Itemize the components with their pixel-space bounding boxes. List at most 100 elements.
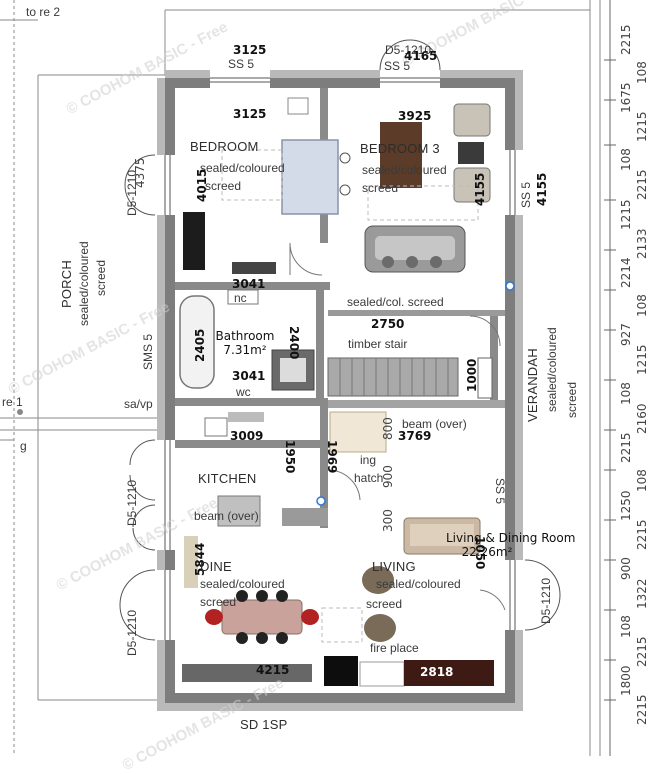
label-dine: DINE [200, 559, 232, 574]
living-armchair-top [362, 566, 394, 594]
dining-bench [182, 664, 312, 682]
room-living-dining-name: Living & Dining Room [446, 531, 576, 545]
bed-right [380, 122, 422, 188]
dining-chair-right [301, 609, 319, 625]
label-dine-sub1: sealed/coloured [200, 577, 285, 591]
label-d5-right: D5-1210 [539, 577, 553, 624]
dim-top-right: 4165 [404, 49, 438, 63]
label-sd-1sp: SD 1SP [240, 717, 288, 732]
right-ruler-dim: 900 [619, 556, 633, 580]
bed-left [281, 139, 339, 215]
window-openings [155, 70, 525, 640]
label-ss-top: SS 5 [228, 57, 255, 71]
door-swings [289, 242, 506, 611]
right-ruler-dim: 1675 [619, 82, 633, 113]
label-d5-top: D5-1210 [385, 43, 432, 57]
outer-wall-fill [157, 70, 523, 711]
label-bedroom-3: BEDROOM 3 [360, 141, 440, 156]
living-armchair-bottom [364, 614, 396, 642]
shower-inner [280, 358, 306, 382]
sofa-cushion-1 [382, 256, 394, 268]
label-900: 900 [381, 465, 395, 488]
right-ruler-dim: 1322 [635, 578, 649, 609]
right-ruler-dim: 2133 [635, 228, 649, 259]
wardrobe-left [183, 212, 205, 270]
living-sofa-back [410, 524, 474, 546]
label-800: 800 [381, 417, 395, 440]
dim-bath-right-v: 2400 [287, 326, 301, 360]
drawing-frame-lines [0, 0, 601, 756]
bed-left-lamp-top [339, 152, 351, 164]
label-re-1: re 1 [2, 395, 23, 409]
right-ruler-dim: 2215 [619, 24, 633, 55]
armchair-right-top [453, 103, 491, 137]
room-bathroom-area: 7.31m² [223, 342, 267, 357]
label-porch-sub1: sealed/coloured [77, 241, 91, 326]
right-ruler-dim: 2215 [619, 432, 633, 463]
dim-bottom-right: 2818 [420, 665, 454, 679]
right-ruler-dim: 1215 [619, 199, 633, 230]
label-sa-vp: sa/vp [124, 397, 153, 411]
dim-stair-v: 1000 [465, 358, 479, 392]
interior-walls [175, 88, 505, 528]
right-ruler-dim: 1215 [635, 344, 649, 376]
kitchen-shelf-top [228, 412, 264, 422]
label-bedroom-sub2: screed [205, 179, 242, 193]
dim-right-outer-v: 4155 [535, 172, 549, 206]
living-cabinet [404, 660, 494, 686]
room-living-dining: Living & Dining Room 22.26m² [446, 531, 576, 560]
right-dimension-ruler [604, 0, 616, 756]
room-bathroom: Bathroom 7.31m² [214, 329, 276, 358]
right-ruler-dim: 108 [635, 469, 649, 493]
label-bedroom-3-sub2: screed [362, 181, 399, 195]
dining-chair-left [205, 609, 223, 625]
label-living: LIVING [372, 559, 416, 574]
dining-chairs [236, 590, 288, 644]
right-ruler-dim: 2215 [635, 636, 649, 668]
sofa-seat [375, 236, 455, 260]
right-ruler-dim: 2215 [635, 169, 649, 201]
right-ruler-dim: 1800 [619, 665, 633, 697]
label-g: g [20, 439, 27, 453]
label-bedroom-3-sub1: sealed/coloured [362, 163, 447, 177]
label-ss-top-right: SS 5 [384, 59, 411, 73]
dim-kitchen-v: 1950 [283, 440, 297, 474]
window-lines [119, 39, 561, 641]
right-ruler-dim: 108 [635, 60, 649, 84]
label-porch-sub2: screed [94, 259, 108, 296]
label-bedroom: BEDROOM [190, 139, 259, 154]
label-beam: beam (over) [402, 417, 467, 431]
label-verandah-sub2: screed [565, 381, 579, 418]
stair-treads [339, 358, 449, 396]
right-ruler-dim: 2214 [619, 257, 633, 288]
dim-bedroom-right-v: 4155 [473, 172, 487, 206]
right-ruler-dim: 927 [619, 323, 633, 347]
label-timber-stair: timber stair [348, 337, 408, 351]
bathtub [179, 295, 215, 389]
label-bath-nc: nc [234, 291, 247, 305]
level-marker [17, 409, 23, 415]
label-ss-right-2: SS 5 [493, 478, 507, 505]
kitchen-sink [204, 417, 228, 437]
label-d5-dine: D5-1210 [125, 609, 139, 656]
stair-lower [329, 411, 387, 453]
label-kitchen-beam: beam (over) [194, 509, 259, 523]
dim-bottom-left: 4215 [256, 663, 290, 677]
dim-bath-top: 3041 [232, 277, 266, 291]
room-living-dining-area: 22.26m² [461, 544, 513, 559]
label-porch: PORCH [59, 260, 74, 308]
label-fire-place: fire place [370, 641, 419, 655]
dim-bedroom-left-top: 3125 [233, 107, 267, 121]
armchair-right-bottom [453, 167, 491, 203]
label-sms-5: SMS 5 [141, 333, 155, 370]
right-ruler-dim: 108 [635, 294, 649, 318]
right-ruler-dim: 2215 [635, 694, 649, 726]
stair-landing [477, 357, 493, 399]
label-300: 300 [381, 509, 395, 532]
bed-left-lamp-bottom [339, 184, 351, 196]
label-hatch-2: hatch [354, 471, 384, 485]
shelf-bedroom [287, 97, 309, 115]
label-verandah: VERANDAH [525, 348, 540, 422]
floor-plan [0, 0, 616, 756]
label-living-sub2: screed [366, 597, 403, 611]
